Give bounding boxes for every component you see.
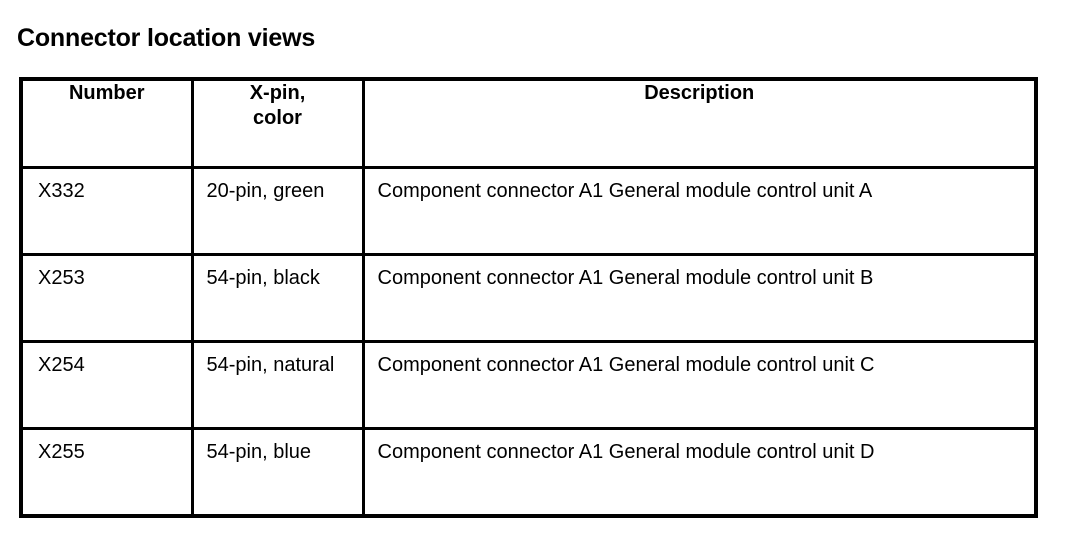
cell-description: Component connector A1 General module co… xyxy=(361,427,1038,517)
table-row: X255 54-pin, blue Component connector A1… xyxy=(19,427,1038,517)
connector-number: X255 xyxy=(38,441,85,463)
table-row: X253 54-pin, black Component connector A… xyxy=(19,253,1038,343)
connector-number: X253 xyxy=(38,267,85,289)
connector-xpin-color: 54-pin, natural xyxy=(206,354,335,376)
page-title: Connector location views xyxy=(17,23,316,52)
connector-description: Component connector A1 General module co… xyxy=(377,180,873,202)
column-header-xpin-line1: X-pin, xyxy=(249,82,306,104)
cell-xpin-color: 54-pin, natural xyxy=(190,340,365,430)
cell-xpin-color: 54-pin, black xyxy=(190,253,365,343)
cell-xpin-color: 20-pin, green xyxy=(190,166,365,256)
table-header: Number X-pin, color Description xyxy=(19,77,1038,169)
cell-number: X254 xyxy=(19,340,194,430)
table-body: X332 20-pin, green Component connector A… xyxy=(19,166,1038,517)
connector-location-table: Number X-pin, color Description X332 xyxy=(19,77,1038,518)
connector-xpin-color: 54-pin, blue xyxy=(206,441,312,463)
table-row: X254 54-pin, natural Component connector… xyxy=(19,340,1038,430)
cell-description: Component connector A1 General module co… xyxy=(361,166,1038,256)
column-header-xpin-line2: color xyxy=(253,107,302,129)
connector-number: X332 xyxy=(38,180,85,202)
connector-description: Component connector A1 General module co… xyxy=(377,354,875,376)
cell-number: X255 xyxy=(19,427,194,517)
table-row: X332 20-pin, green Component connector A… xyxy=(19,166,1038,256)
column-header-number-label: Number xyxy=(68,82,145,104)
cell-xpin-color: 54-pin, blue xyxy=(190,427,365,517)
column-header-xpin-color: X-pin, color xyxy=(190,77,365,169)
cell-number: X253 xyxy=(19,253,194,343)
cell-description: Component connector A1 General module co… xyxy=(361,253,1038,343)
column-header-description-label: Description xyxy=(644,82,755,104)
connector-description: Component connector A1 General module co… xyxy=(377,267,874,289)
column-header-number: Number xyxy=(19,77,194,169)
cell-number: X332 xyxy=(19,166,194,256)
connector-xpin-color: 20-pin, green xyxy=(206,180,325,202)
header-row: Number X-pin, color Description xyxy=(19,77,1038,169)
connector-number: X254 xyxy=(38,354,85,376)
cell-description: Component connector A1 General module co… xyxy=(361,340,1038,430)
connector-description: Component connector A1 General module co… xyxy=(377,441,875,463)
connector-xpin-color: 54-pin, black xyxy=(206,267,320,289)
column-header-description: Description xyxy=(361,77,1038,169)
